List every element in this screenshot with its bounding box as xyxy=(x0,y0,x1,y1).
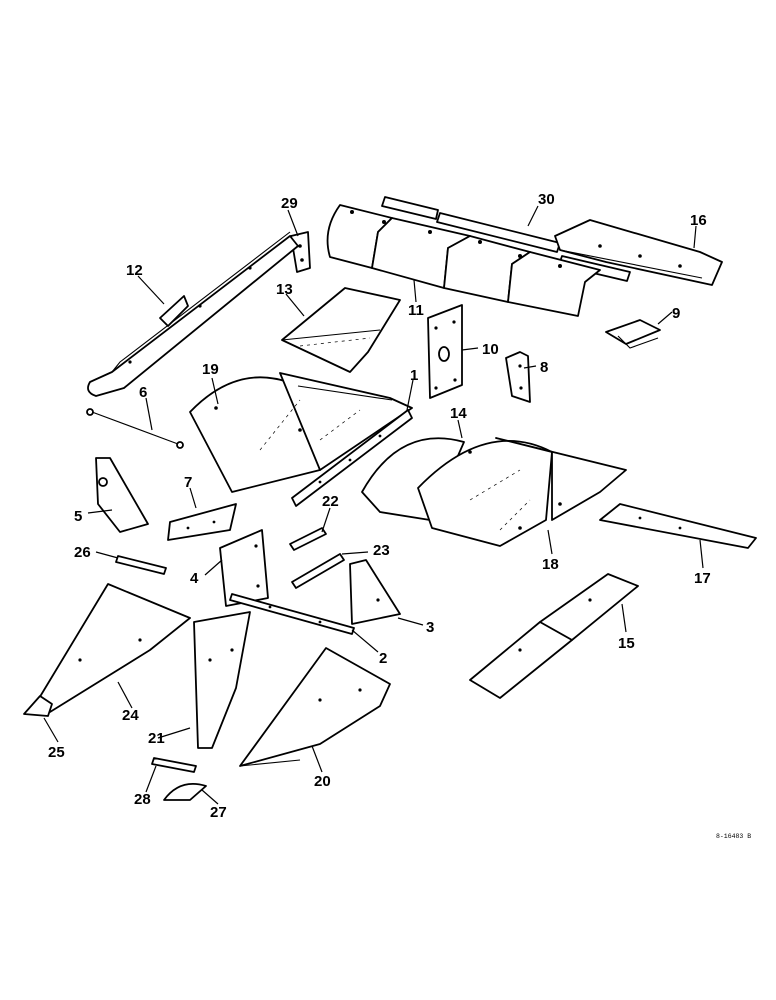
callout-12: 12 xyxy=(126,262,143,279)
part-9-clip xyxy=(605,319,661,349)
callout-22: 22 xyxy=(322,493,339,510)
part-5-side-plate xyxy=(95,457,149,533)
callout-30: 30 xyxy=(538,191,555,208)
callout-5: 5 xyxy=(74,508,82,525)
callout-18: 18 xyxy=(542,556,559,573)
part-26-strip xyxy=(115,555,167,575)
part-28-strip xyxy=(151,757,197,773)
part-8-angle-bracket xyxy=(505,351,531,403)
part-29-bracket xyxy=(290,231,311,273)
part-3-gusset xyxy=(349,559,401,625)
part-12-arm xyxy=(87,231,299,397)
callout-16: 16 xyxy=(690,212,707,229)
part-10-bearing-plate xyxy=(427,304,463,399)
callout-9: 9 xyxy=(672,305,680,322)
part-2-strip xyxy=(229,593,355,635)
callout-13: 13 xyxy=(276,281,293,298)
part-27-point xyxy=(163,782,207,801)
callout-24: 24 xyxy=(122,707,139,724)
callout-3: 3 xyxy=(426,619,434,636)
callout-14: 14 xyxy=(450,405,467,422)
part-15-panel xyxy=(469,573,639,699)
callout-labels: 1 2 3 4 5 6 7 8 9 10 11 12 13 14 15 16 1… xyxy=(48,191,711,821)
part-18-hood xyxy=(417,437,627,547)
part-23-strip xyxy=(291,553,345,589)
callout-2: 2 xyxy=(379,650,387,667)
part-20-sheet xyxy=(239,647,391,767)
callout-21: 21 xyxy=(148,730,165,747)
callout-27: 27 xyxy=(210,804,227,821)
callout-19: 19 xyxy=(202,361,219,378)
part-19-hood xyxy=(189,372,413,493)
part-6-rod xyxy=(86,408,184,449)
callout-7: 7 xyxy=(184,474,192,491)
callout-8: 8 xyxy=(540,359,548,376)
part-22-clip xyxy=(289,527,327,551)
leader-lines xyxy=(43,205,704,805)
part-16-top-shield xyxy=(554,219,723,286)
part-7-plate xyxy=(167,503,237,541)
figure-reference-number: 8-16483 B xyxy=(716,833,751,840)
callout-23: 23 xyxy=(373,542,390,559)
part-25-point xyxy=(23,695,53,717)
part-1-strip xyxy=(291,409,413,507)
callout-15: 15 xyxy=(618,635,635,652)
callout-10: 10 xyxy=(482,341,499,358)
part-24-divider-sheet xyxy=(37,583,191,713)
part-13-deflector xyxy=(281,287,401,373)
callout-4: 4 xyxy=(190,570,199,587)
callout-11: 11 xyxy=(408,302,424,319)
part-17-strip xyxy=(599,503,757,549)
callout-17: 17 xyxy=(694,570,711,587)
callout-29: 29 xyxy=(281,195,298,212)
callout-26: 26 xyxy=(74,544,91,561)
callout-6: 6 xyxy=(139,384,147,401)
callout-20: 20 xyxy=(314,773,331,790)
part-4-gusset xyxy=(219,529,269,607)
part-11-top-shield-segments xyxy=(326,204,601,317)
callout-25: 25 xyxy=(48,744,65,761)
callout-1: 1 xyxy=(410,367,418,384)
part-21-sheet xyxy=(193,611,251,749)
callout-28: 28 xyxy=(134,791,151,808)
